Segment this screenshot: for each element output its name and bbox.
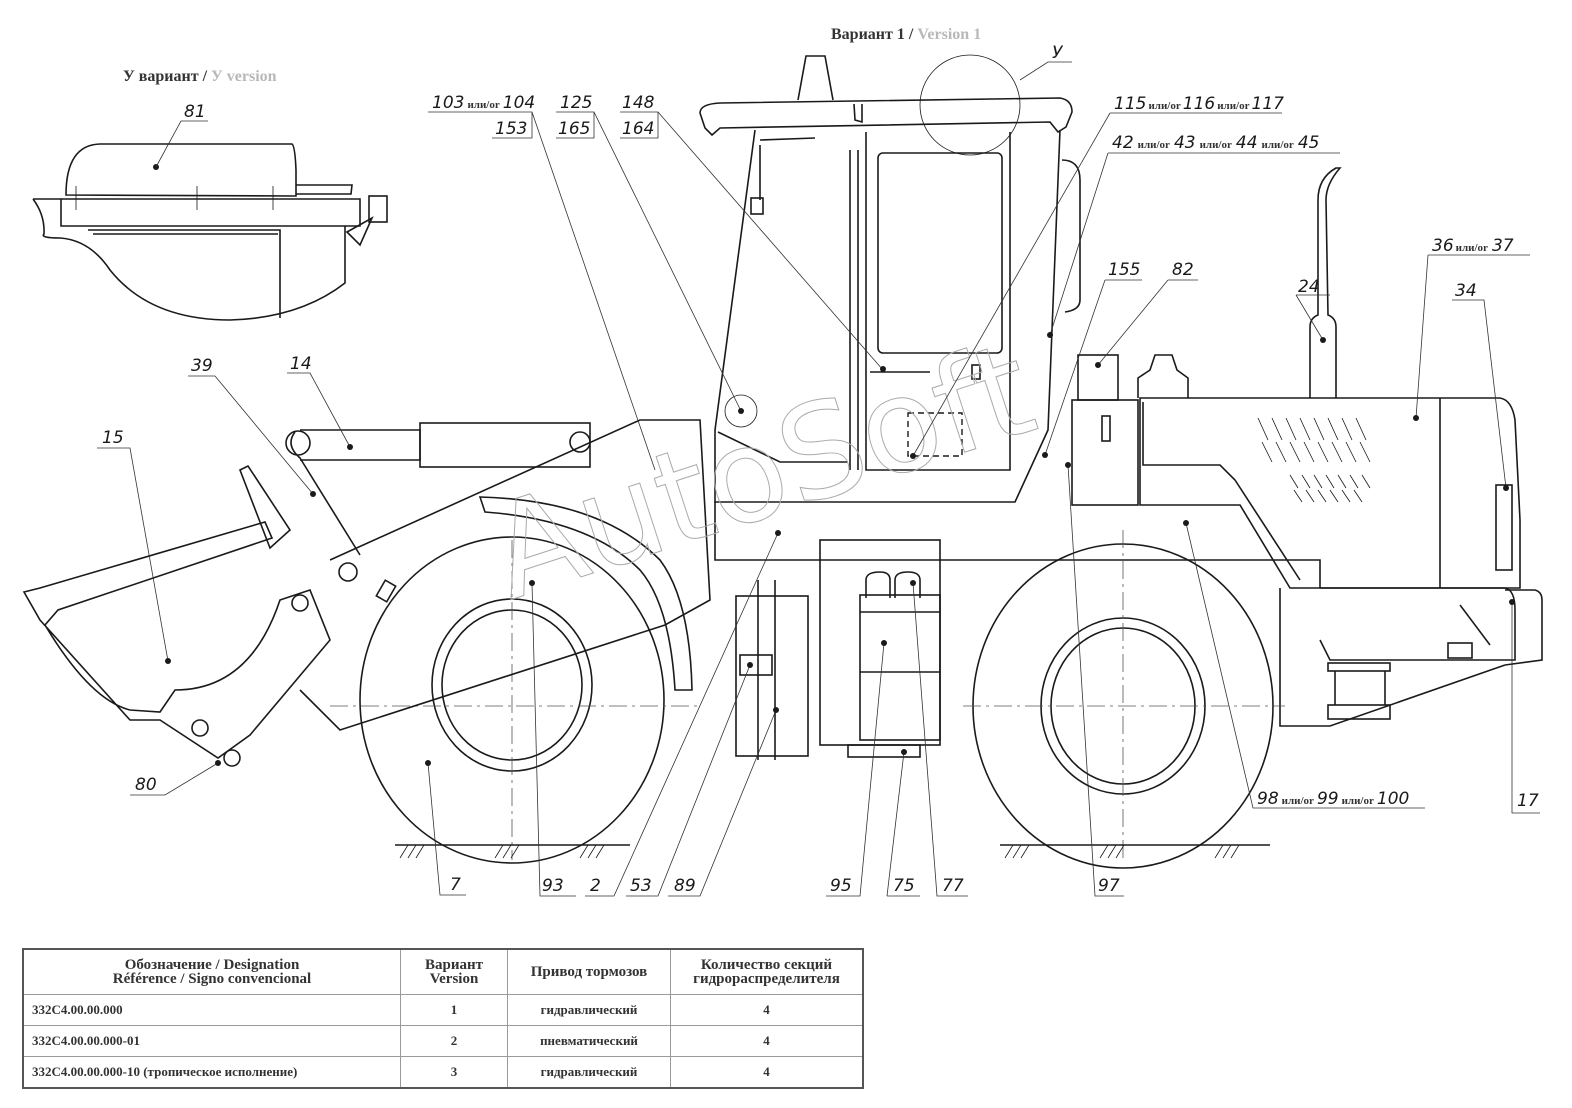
detail-y-marker xyxy=(919,54,1021,156)
callout-53: 53 xyxy=(630,876,652,896)
battery-box-82 xyxy=(1077,354,1119,401)
cell-version: 1 xyxy=(400,994,508,1026)
callout-14: 14 xyxy=(290,354,312,374)
callout-164: 164 xyxy=(622,119,654,139)
callout-93: 93 xyxy=(542,876,564,896)
specification-table: Обозначение / Designation Référence / Si… xyxy=(22,948,864,1089)
beacon xyxy=(797,55,834,101)
detail-cab-roof xyxy=(65,143,297,197)
detail-view-title: У вариант / У version xyxy=(123,68,277,85)
callout-153: 153 xyxy=(495,119,527,139)
callout-80: 80 xyxy=(135,775,157,795)
header-sections: Количество секций гидрораспределителя xyxy=(670,948,864,995)
front-wheel-rim xyxy=(431,598,593,772)
cell-brakes: пневматический xyxy=(507,1025,671,1057)
callout-148: 148 xyxy=(622,93,655,113)
loader-technical-drawing: 81 xyxy=(22,43,1543,897)
callout-24: 24 xyxy=(1298,277,1320,297)
detail-view-title-en: У version xyxy=(211,68,277,85)
callout-15: 15 xyxy=(102,428,124,448)
counterweight xyxy=(1319,587,1516,661)
cell-version: 3 xyxy=(400,1056,508,1089)
bucket-15 xyxy=(22,521,331,759)
cell-designation: 332С4.00.00.000 xyxy=(22,994,401,1026)
callout-95: 95 xyxy=(830,876,852,896)
svg-text:AutoSoft: AutoSoft xyxy=(473,312,1051,629)
detail-view-title-ru: У вариант xyxy=(123,68,199,85)
callout-155: 155 xyxy=(1108,260,1140,280)
header-brakes: Привод тормозов xyxy=(507,948,671,995)
exhaust-pipe xyxy=(1309,167,1342,398)
cell-designation: 332С4.00.00.000-10 (тропическое исполнен… xyxy=(22,1056,401,1089)
callout-125: 125 xyxy=(560,93,592,113)
boom-arm xyxy=(299,419,711,731)
callout-75: 75 xyxy=(893,876,915,896)
callout-165: 165 xyxy=(558,119,590,139)
cell-version: 2 xyxy=(400,1025,508,1057)
callout-39: 39 xyxy=(191,356,213,376)
air-filter-cap xyxy=(1137,354,1189,398)
main-view-title: Вариант 1 / Version 1 xyxy=(831,26,982,43)
table-row: 332С4.00.00.000-01 2 пневматический 4 xyxy=(22,1025,864,1057)
drive-shaft xyxy=(757,580,776,760)
main-view-title-en: Version 1 xyxy=(917,26,982,43)
callout-2: 2 xyxy=(590,876,601,896)
detail-lamp xyxy=(368,195,388,223)
callout-77: 77 xyxy=(942,876,964,896)
callout-89: 89 xyxy=(674,876,696,896)
front-fender xyxy=(478,496,693,691)
callout-81: 81 xyxy=(184,102,206,122)
mirror xyxy=(750,197,764,215)
callout-y: У xyxy=(1052,43,1064,63)
table-row: 332С4.00.00.000 1 гидравлический 4 xyxy=(22,994,864,1026)
header-version: Вариант Version xyxy=(400,948,508,995)
frame xyxy=(714,502,1321,588)
hood-louvres xyxy=(1257,417,1371,503)
cab-door xyxy=(865,132,1011,471)
header-designation: Обозначение / Designation Référence / Si… xyxy=(22,948,401,995)
callout-82: 82 xyxy=(1172,260,1194,280)
cell-brakes: гидравлический xyxy=(507,1056,671,1089)
main-view-title-ru: Вариант 1 xyxy=(831,26,905,43)
callout-17: 17 xyxy=(1517,791,1539,811)
cell-sections: 4 xyxy=(670,994,864,1026)
detail-view-y: 81 xyxy=(32,102,388,321)
engine-hood xyxy=(1139,397,1521,589)
ground xyxy=(395,844,1270,859)
watermark: AutoSoft xyxy=(472,312,1051,630)
brake-tank-frame xyxy=(859,594,941,741)
front-wheel-tire xyxy=(359,536,665,864)
table-header-row: Обозначение / Designation Référence / Si… xyxy=(22,948,864,995)
table-row: 332С4.00.00.000-10 (тропическое исполнен… xyxy=(22,1056,864,1089)
cell-sections: 4 xyxy=(670,1056,864,1089)
cell-brakes: гидравлический xyxy=(507,994,671,1026)
cell-designation: 332С4.00.00.000-01 xyxy=(22,1025,401,1057)
cab-roof xyxy=(699,97,1073,137)
callout-7: 7 xyxy=(450,875,461,895)
cab-body xyxy=(714,129,1061,503)
door-window xyxy=(877,152,1003,354)
cell-sections: 4 xyxy=(670,1025,864,1057)
loader-main-view: У xyxy=(22,43,1543,869)
callout-34: 34 xyxy=(1455,281,1477,301)
callout-97: 97 xyxy=(1098,876,1120,896)
